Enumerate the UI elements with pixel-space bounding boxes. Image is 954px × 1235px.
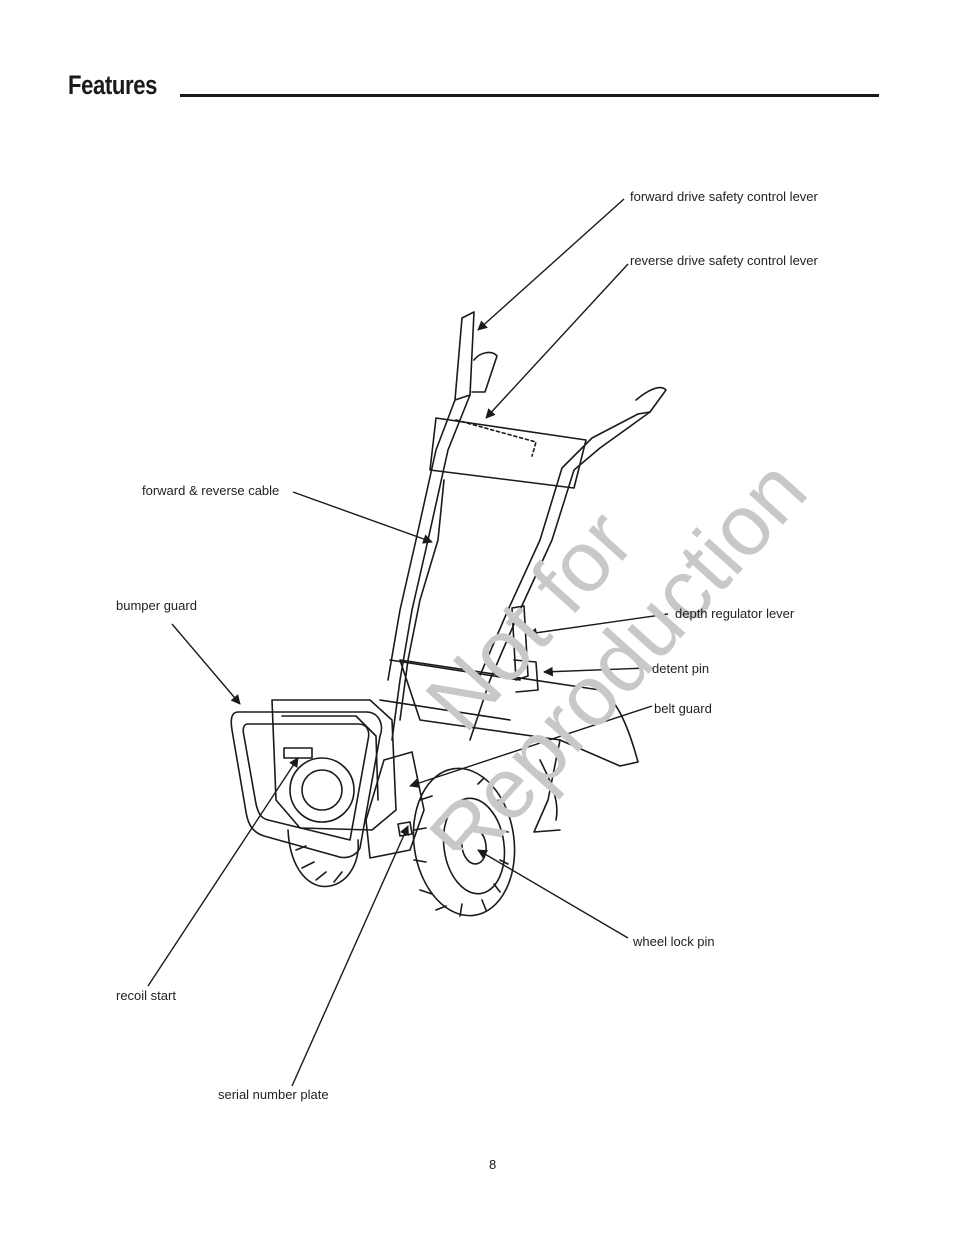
depth-regulator-bracket bbox=[511, 605, 529, 681]
leader-recoil bbox=[147, 757, 299, 987]
label-depth-regulator-lever: depth regulator lever bbox=[675, 606, 795, 621]
page-title: Features bbox=[68, 70, 158, 100]
wheel-tire bbox=[412, 767, 516, 917]
label-detent-pin: detent pin bbox=[652, 661, 710, 676]
serial-plate-shape bbox=[397, 821, 413, 837]
label-serial-number-plate: serial number plate bbox=[218, 1087, 329, 1102]
left-handlebar bbox=[454, 311, 475, 401]
label-forward-drive-safety-control-lever: forward drive safety control lever bbox=[630, 189, 818, 204]
leader-belt-guard bbox=[409, 705, 653, 788]
leader-serial bbox=[291, 825, 409, 1087]
control-panel bbox=[429, 417, 587, 489]
label-bumper-guard: bumper guard bbox=[116, 598, 197, 613]
right-handlebar bbox=[635, 386, 667, 415]
leader-bumper bbox=[171, 623, 241, 705]
tine-hood bbox=[399, 659, 639, 767]
belt-guard-housing bbox=[365, 751, 425, 859]
label-reverse-drive-safety-control-lever: reverse drive safety control lever bbox=[630, 253, 818, 268]
leader-wheel-lock bbox=[477, 849, 629, 939]
label-forward-reverse-cable: forward & reverse cable bbox=[142, 483, 280, 498]
title-rule bbox=[180, 94, 879, 97]
label-recoil-start: recoil start bbox=[116, 988, 176, 1003]
leader-detent bbox=[543, 666, 649, 677]
label-belt-guard: belt guard bbox=[654, 701, 712, 716]
page-number: 8 bbox=[489, 1157, 497, 1172]
leader-depth bbox=[527, 613, 669, 638]
label-wheel-lock-pin: wheel lock pin bbox=[633, 934, 715, 949]
engine bbox=[271, 699, 397, 831]
leader-forward-drive bbox=[477, 198, 625, 331]
wheel-hub bbox=[461, 827, 487, 865]
bumper-guard bbox=[230, 711, 383, 859]
leader-cable bbox=[292, 491, 433, 544]
leader-reverse-drive bbox=[485, 263, 629, 419]
rear-tire bbox=[287, 829, 360, 888]
